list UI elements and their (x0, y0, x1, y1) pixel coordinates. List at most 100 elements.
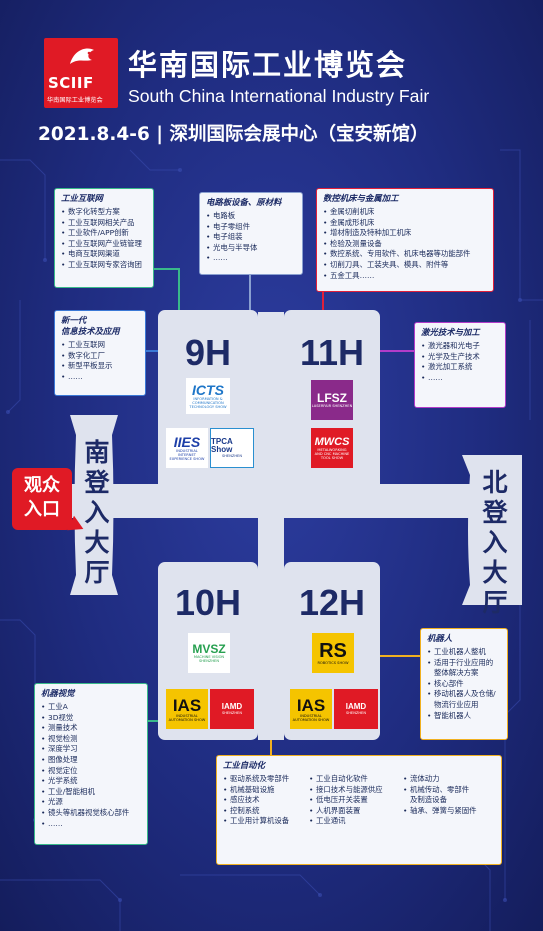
connector-line (322, 292, 324, 310)
connector-line (380, 655, 420, 657)
list-item: 视觉定位 (41, 766, 141, 777)
list-item: 工业互联网专家咨询团 (61, 260, 147, 271)
list-item: 光学系统 (41, 776, 141, 787)
list-item: 低电压开关装置 (309, 795, 399, 806)
date-venue: 2021.8.4-6 | 深圳国际会展中心（宝安新馆） (38, 124, 429, 145)
hall-label: 9H (184, 332, 232, 373)
connector-line (380, 350, 415, 352)
list-item: 金属成形机床 (323, 218, 487, 229)
list-item: 工业机器人整机 (427, 647, 501, 658)
list-item: 切削刀具、工装夹具、模具、附件等 (323, 260, 487, 271)
machine-vision-box: 机器视觉 工业A 3D视觉 测量技术 视觉检测 深度学习 图像处理 视觉定位 光… (34, 683, 148, 845)
list-item: 流体动力 (403, 774, 493, 785)
list-item: 及制造设备 (410, 795, 447, 805)
list-item: 深度学习 (41, 744, 141, 755)
cnc-box: 数控机床与金属加工 金属切削机床 金属成形机床 增材制造及特种加工机床 检验及测… (316, 188, 494, 292)
ias-logo-10h: IAS INDUSTRIAL AUTOMATION SHOW (166, 689, 208, 729)
audience-entrance-badge: 观众 入口 (12, 468, 72, 530)
list-item: 镜头等机器视觉核心部件 (41, 808, 141, 819)
list-item: 物流行业应用 (434, 699, 479, 709)
lfsz-logo: LFSZ LASERFAIR SHENZHEN (311, 380, 353, 420)
list-item: 工业互联网 (61, 340, 139, 351)
connector-line (148, 720, 160, 722)
box-title: 机器视觉 (41, 688, 75, 698)
list-item: 测量技术 (41, 723, 141, 734)
connector-line (146, 350, 162, 352)
iamd-logo-12h: IAMD SHENZHEN (334, 689, 378, 729)
list-item: 工业自动化软件 (309, 774, 399, 785)
list-item: 视觉检测 (41, 734, 141, 745)
box-title: 电路板设备、原材料 (206, 197, 282, 207)
iies-logo: IIES INDUSTRIAL INTERNET EXPERIENCE SHOW (166, 428, 208, 468)
list-item: 轴承、弹簧与紧固件 (403, 806, 493, 817)
new-gen-it-box: 新一代 信息技术及应用 工业互联网 数字化工厂 新型平板显示 …… (54, 310, 146, 396)
list-item: 工业用计算机设备 (223, 816, 305, 827)
list-item: 增材制造及特种加工机床 (323, 228, 487, 239)
box-title: 工业互联网 (61, 193, 103, 203)
south-entrance-label: 南登入大厅 (84, 438, 110, 587)
list-item: 金属切削机床 (323, 207, 487, 218)
list-item: 电子零组件 (206, 222, 296, 233)
list-item: 新型平板显示 (61, 361, 139, 372)
list-item: 光源 (41, 797, 141, 808)
connector-line (178, 268, 180, 310)
automation-box: 工业自动化 驱动系统及零部件 机械基础设施 感应技术 控制系统 工业用计算机设备… (216, 755, 502, 865)
industrial-internet-box: 工业互联网 数字化转型方案 工业互联网相关产品 工业软件/APP创新 工业互联网… (54, 188, 154, 288)
list-item: 电商互联网渠道 (61, 249, 147, 260)
list-item: 工业/智能相机 (41, 787, 141, 798)
box-title: 工业自动化 (223, 760, 265, 770)
list-item: …… (421, 373, 499, 384)
list-item: 激光器和光电子 (421, 341, 499, 352)
connector-line (249, 275, 251, 310)
logo-subtitle: 华南国际工业博览会 (47, 97, 103, 104)
laser-box: 激光技术与加工 激光器和光电子 光学及生产技术 激光加工系统 …… (414, 322, 506, 408)
list-item: 五金工具…… (323, 271, 487, 282)
list-item: 激光加工系统 (421, 362, 499, 373)
robot-box: 机器人 工业机器人整机 适用于行业应用的 整体解决方案 核心部件 移动机器人及仓… (420, 628, 508, 740)
icts-logo: ICTS INFORMATION & COMMUNICATION TECHNOL… (186, 378, 230, 414)
list-item: 电路板 (206, 211, 296, 222)
box-title: 机器人 (427, 633, 453, 643)
title-chinese: 华南国际工业博览会 (128, 48, 408, 82)
list-item: 3D视觉 (41, 713, 141, 724)
box-title: 激光技术与加工 (421, 327, 480, 337)
iamd-logo-10h: IAMD SHENZHEN (210, 689, 254, 729)
list-item: 机械基础设施 (223, 785, 305, 796)
hall-label: 11H (299, 332, 365, 373)
ias-logo-12h: IAS INDUSTRIAL AUTOMATION SHOW (290, 689, 332, 729)
box-title: 新一代 (61, 315, 87, 325)
list-item: 核心部件 (427, 679, 501, 690)
list-item: …… (61, 372, 139, 383)
list-item: 工业互联网产业链管理 (61, 239, 147, 250)
list-item: …… (41, 819, 141, 830)
center-corridor (258, 312, 284, 740)
pcb-box: 电路板设备、原材料 电路板 电子零组件 电子组装 光电与半导体 …… (199, 192, 303, 275)
list-item: 感应技术 (223, 795, 305, 806)
list-item: 驱动系统及零部件 (223, 774, 305, 785)
hall-label: 12H (298, 582, 366, 623)
connector-line (270, 740, 272, 755)
tpca-logo: TPCA Show SHENZHEN (210, 428, 254, 468)
north-entrance-label: 北登入大厅 (482, 468, 508, 617)
list-item: 整体解决方案 (434, 668, 479, 678)
dragon-icon (70, 48, 94, 64)
list-item: 电子组装 (206, 232, 296, 243)
list-item: 适用于行业应用的 (427, 658, 501, 669)
sciif-logo: SCIIF 华南国际工业博览会 (44, 38, 118, 108)
list-item: 控制系统 (223, 806, 305, 817)
hall-label: 10H (174, 582, 242, 623)
north-entrance-hall (462, 455, 522, 605)
list-item: 智能机器人 (427, 711, 501, 722)
mwcs-logo: MWCS METALWORKING AND CNC MACHINE TOOL S… (311, 428, 353, 468)
rs-logo: RS ROBOTICS SHOW (312, 633, 354, 673)
list-item: 数字化转型方案 (61, 207, 147, 218)
south-entrance-hall (70, 415, 118, 595)
logo-text: SCIIF (48, 74, 94, 92)
list-item: 工业互联网相关产品 (61, 218, 147, 229)
list-item: 工业A (41, 702, 141, 713)
list-item: 图像处理 (41, 755, 141, 766)
list-item: 光学及生产技术 (421, 352, 499, 363)
title-english: South China International Industry Fair (128, 86, 430, 106)
list-item: …… (206, 253, 296, 264)
